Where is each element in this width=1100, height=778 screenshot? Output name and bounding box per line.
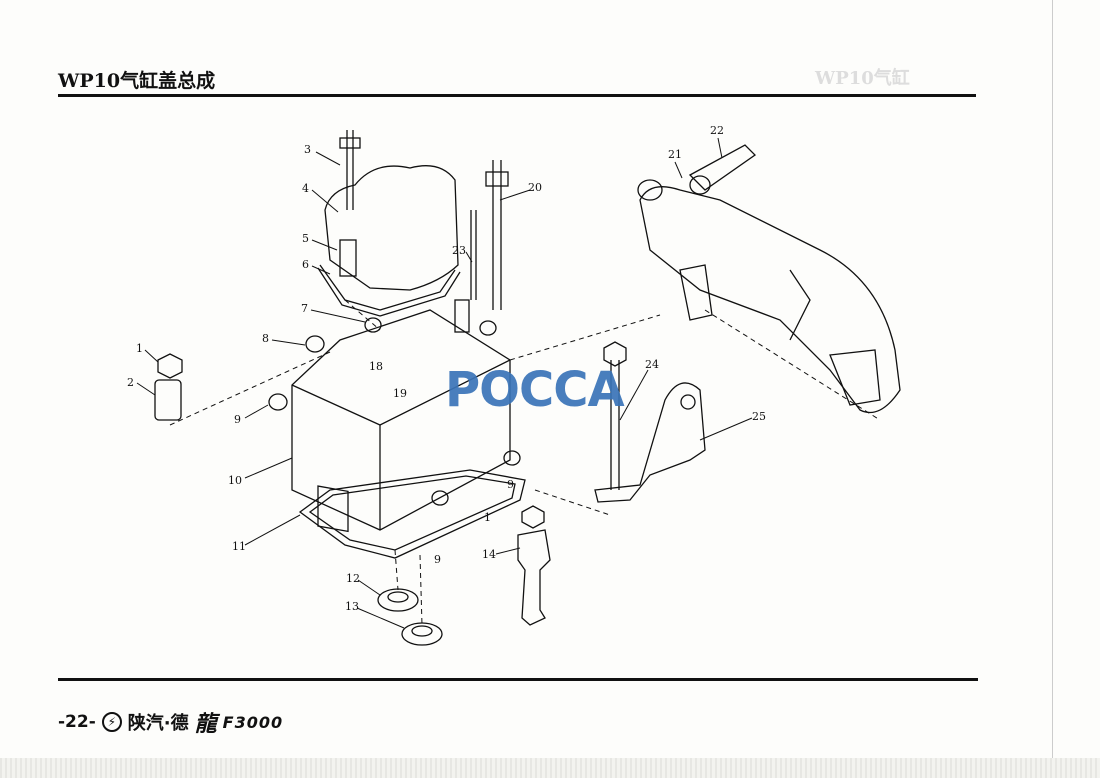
scan-artifact-band [0, 758, 1100, 778]
scan-edge-line [1052, 0, 1053, 778]
footer: -22- ⚡ 陕汽·德 龍 F3000 [58, 706, 283, 738]
cylinder-head-gasket [298, 469, 526, 559]
watermark-text: POCCA [445, 362, 625, 418]
callout-14: 14 [482, 548, 496, 561]
page-title: WP10气缸盖总成 [58, 70, 216, 92]
title-rule [58, 94, 976, 97]
brand-script-glyph: 龍 [194, 711, 217, 737]
callout-5: 5 [302, 232, 309, 245]
brand-model: F3000 [222, 712, 284, 732]
footer-rule [58, 678, 978, 681]
callout-3: 3 [304, 143, 311, 156]
brand-logo-icon: ⚡ [101, 712, 122, 732]
callout-24: 24 [645, 358, 659, 371]
exhaust-manifold [639, 186, 901, 414]
callout-1b: 1 [484, 511, 491, 524]
callout-2: 2 [127, 376, 134, 389]
callout-18: 18 [369, 360, 383, 373]
callout-23: 23 [452, 244, 466, 257]
callout-11: 11 [232, 540, 246, 553]
callout-12: 12 [346, 572, 360, 585]
cylinder-head-block [291, 309, 511, 531]
callout-6: 6 [302, 258, 309, 271]
watermark: POCCA [445, 362, 625, 418]
page-number: -22- [58, 712, 96, 732]
brand-name-cn: 陕汽·德 [127, 713, 189, 734]
bleed-through-text: WP10气缸 [815, 68, 910, 89]
callout-9c: 9 [434, 553, 441, 566]
callout-9a: 9 [234, 413, 241, 426]
callout-1a: 1 [136, 342, 143, 355]
callout-20: 20 [528, 181, 542, 194]
callout-7: 7 [301, 302, 308, 315]
callout-22: 22 [710, 124, 724, 137]
callout-13: 13 [345, 600, 359, 613]
support-bracket [594, 382, 706, 503]
callout-25: 25 [752, 410, 766, 423]
callout-19: 19 [393, 387, 407, 400]
callout-9b: 9 [507, 478, 514, 491]
rocker-arm-support [517, 529, 551, 626]
callout-8: 8 [262, 332, 269, 345]
callout-21: 21 [668, 148, 682, 161]
valve-cover [324, 165, 459, 291]
callout-10: 10 [228, 474, 242, 487]
callout-4: 4 [302, 182, 309, 195]
